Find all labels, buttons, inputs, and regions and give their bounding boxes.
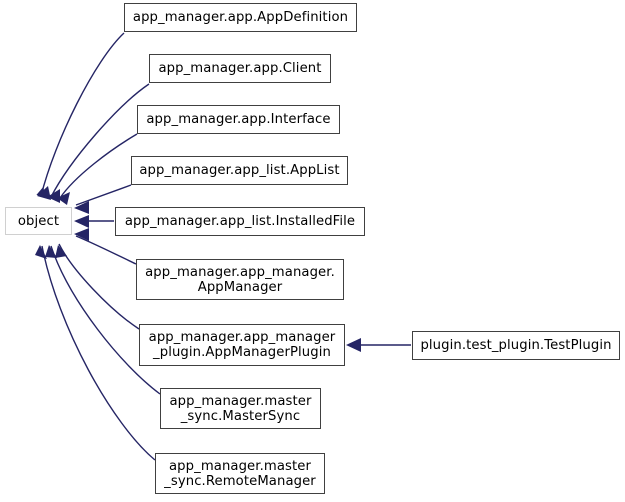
arrowheads: [35, 186, 361, 352]
node-interface[interactable]: app_manager.app.Interface: [137, 105, 340, 134]
node-installed-file-label: app_manager.app_list.InstalledFile: [124, 214, 356, 229]
node-app-definition[interactable]: app_manager.app.AppDefinition: [124, 3, 357, 32]
arrowhead-master-sync: [45, 245, 57, 258]
node-interface-label: app_manager.app.Interface: [146, 112, 331, 127]
node-app-manager-label: app_manager.app_manager. AppManager: [145, 264, 335, 295]
arrowhead-app-list: [74, 201, 89, 214]
node-object[interactable]: object: [5, 207, 72, 235]
node-app-manager[interactable]: app_manager.app_manager. AppManager: [136, 259, 344, 300]
node-installed-file[interactable]: app_manager.app_list.InstalledFile: [115, 207, 365, 236]
node-remote-manager[interactable]: app_manager.master _sync.RemoteManager: [155, 453, 325, 494]
arrowhead-client: [47, 189, 60, 203]
arrowhead-app-manager-plugin: [55, 245, 67, 258]
node-master-sync-label: app_manager.master _sync.MasterSync: [169, 393, 312, 424]
node-object-label: object: [17, 213, 60, 229]
edge-app-definition: [36, 32, 125, 198]
node-app-list[interactable]: app_manager.app_list.AppList: [131, 156, 348, 185]
edge-app-manager-plugin: [58, 243, 140, 330]
node-app-list-label: app_manager.app_list.AppList: [139, 163, 340, 178]
edge-interface: [59, 133, 138, 199]
node-app-definition-label: app_manager.app.AppDefinition: [132, 10, 349, 25]
node-master-sync[interactable]: app_manager.master _sync.MasterSync: [160, 388, 321, 429]
edge-remote-manager: [41, 245, 156, 461]
node-client[interactable]: app_manager.app.Client: [149, 54, 331, 83]
node-app-manager-plugin[interactable]: app_manager.app_manager _plugin.AppManag…: [139, 324, 345, 366]
arrowhead-app-definition: [37, 186, 51, 200]
node-client-label: app_manager.app.Client: [158, 61, 322, 76]
arrowhead-interface: [57, 192, 70, 205]
edge-app-manager: [75, 235, 137, 265]
arrowhead-remote-manager: [35, 245, 47, 259]
arrowhead-installed-file: [74, 215, 89, 228]
arrowhead-test-plugin: [346, 338, 361, 352]
arrowhead-app-manager: [74, 228, 89, 241]
node-test-plugin[interactable]: plugin.test_plugin.TestPlugin: [412, 331, 620, 360]
node-app-manager-plugin-label: app_manager.app_manager _plugin.AppManag…: [148, 330, 336, 360]
edge-master-sync: [50, 245, 161, 395]
edge-client: [50, 83, 150, 198]
node-remote-manager-label: app_manager.master _sync.RemoteManager: [164, 458, 316, 489]
node-test-plugin-label: plugin.test_plugin.TestPlugin: [420, 338, 612, 353]
edge-app-list: [75, 184, 132, 206]
